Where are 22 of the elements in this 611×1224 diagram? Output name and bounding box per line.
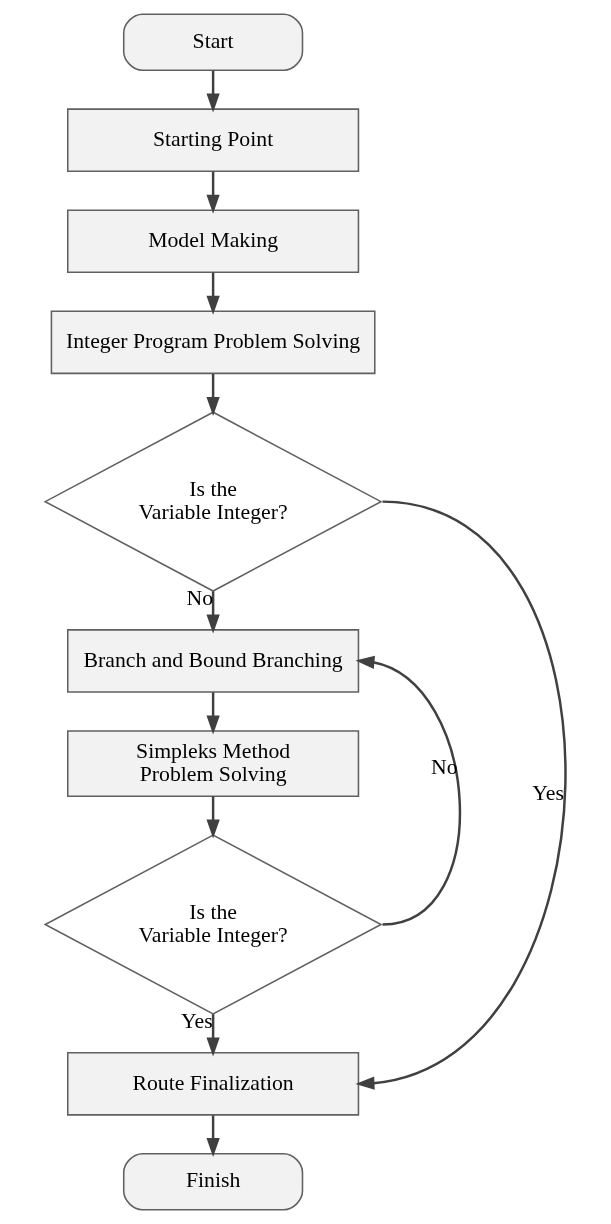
arrow (206, 796, 220, 839)
arrow (206, 1115, 220, 1157)
node-diamond: Is the Variable Integer? (43, 834, 383, 1015)
node-box: Integer Program Problem Solving (50, 310, 376, 375)
node-box: Start (122, 13, 304, 72)
arrow (355, 500, 567, 1090)
arrow (206, 70, 220, 113)
node-box: Simpleks Method Problem Solving (67, 730, 360, 797)
node-box: Starting Point (67, 108, 360, 173)
arrow (355, 655, 461, 926)
arrow (206, 692, 220, 735)
node-box: Route Finalization (67, 1051, 360, 1116)
node-diamond: Is the Variable Integer? (43, 411, 383, 592)
node-box: Model Making (67, 209, 360, 274)
node-box: Finish (122, 1152, 304, 1211)
arrow (206, 1014, 220, 1057)
arrow (206, 272, 220, 315)
node-box: Branch and Bound Branching (67, 629, 360, 693)
edge-label: Yes (532, 780, 564, 805)
arrow (206, 171, 220, 214)
arrow (206, 373, 220, 416)
arrow (206, 591, 220, 634)
